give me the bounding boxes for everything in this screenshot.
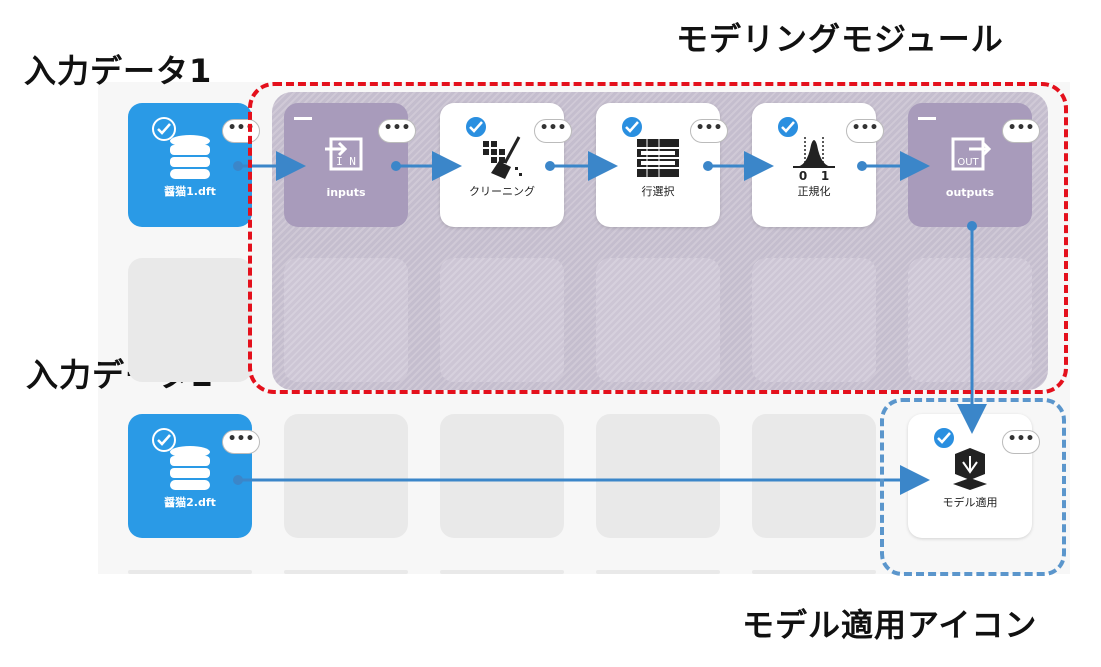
check-icon (620, 115, 644, 139)
model-apply-icon-label: モデル適用アイコン (742, 606, 1038, 644)
inputs-node[interactable]: ••• I N inputs (284, 103, 416, 227)
check-icon (152, 117, 176, 141)
more-options-button[interactable]: ••• (222, 119, 260, 143)
check-icon (152, 428, 176, 452)
out-text: OUT (957, 157, 979, 168)
empty-slot[interactable] (440, 414, 564, 538)
port-dot (545, 161, 555, 171)
module-empty-slot[interactable] (908, 258, 1032, 382)
node-label: 行選択 (641, 185, 675, 198)
input-port-icon: I N (325, 137, 363, 171)
port-dot (857, 161, 867, 171)
port-dot (391, 161, 401, 171)
node-label: inputs (326, 186, 366, 199)
more-options-button[interactable]: ••• (1002, 430, 1040, 454)
output-port-icon: OUT (951, 137, 992, 171)
empty-slot[interactable] (752, 570, 876, 574)
modeling-module-frame (248, 82, 1068, 394)
empty-slot[interactable] (596, 414, 720, 538)
module-empty-slot[interactable] (440, 258, 564, 382)
empty-slot[interactable] (752, 414, 876, 538)
one-text: 1 (821, 169, 829, 181)
empty-slot[interactable] (284, 570, 408, 574)
port-dot (233, 475, 243, 485)
database-icon (170, 135, 210, 179)
node-label: 正規化 (797, 185, 831, 198)
model-apply-icon (953, 448, 987, 490)
cleaning-node[interactable]: ••• クリーニング (440, 103, 572, 227)
database-icon (170, 446, 210, 490)
module-empty-slot[interactable] (752, 258, 876, 382)
more-options-button[interactable]: ••• (378, 119, 416, 143)
collapse-icon[interactable] (294, 117, 312, 120)
empty-slot[interactable] (128, 570, 252, 574)
module-empty-slot[interactable] (596, 258, 720, 382)
collapse-icon[interactable] (918, 117, 936, 120)
node-label: クリーニング (469, 185, 535, 198)
port-dot (967, 221, 977, 231)
model-apply-frame (880, 398, 1066, 576)
check-icon (776, 115, 800, 139)
node-label: 醤猫2.dft (164, 496, 216, 509)
module-empty-slot[interactable] (284, 258, 408, 382)
broom-icon (483, 136, 522, 179)
check-icon (464, 115, 488, 139)
port-dot (233, 161, 243, 171)
more-options-button[interactable]: ••• (846, 119, 884, 143)
input-data-1-label: 入力データ1 (24, 52, 213, 90)
more-options-button[interactable]: ••• (534, 119, 572, 143)
empty-slot[interactable] (128, 258, 252, 382)
more-options-button[interactable]: ••• (690, 119, 728, 143)
row-select-node[interactable]: ••• 行選択 (596, 103, 728, 227)
in-text: I N (336, 155, 356, 168)
node-label: 醤猫1.dft (164, 185, 216, 198)
check-icon (932, 426, 956, 450)
empty-slot[interactable] (440, 570, 564, 574)
node-label: outputs (945, 186, 995, 199)
zero-text: 0 (799, 169, 807, 181)
empty-slot[interactable] (596, 570, 720, 574)
more-options-button[interactable]: ••• (1002, 119, 1040, 143)
modeling-module-label: モデリングモジュール (676, 20, 1004, 58)
table-rows-icon (637, 139, 679, 177)
port-dot (703, 161, 713, 171)
model-apply-node[interactable]: ••• モデル適用 (908, 414, 1040, 538)
data-node-2[interactable]: ••• 醤猫2.dft (128, 414, 260, 538)
empty-slot[interactable] (284, 414, 408, 538)
node-label: モデル適用 (942, 496, 998, 509)
data-node-1[interactable]: ••• 醤猫1.dft (128, 103, 260, 227)
more-options-button[interactable]: ••• (222, 430, 260, 454)
bell-curve-icon: 0 1 (793, 137, 835, 181)
